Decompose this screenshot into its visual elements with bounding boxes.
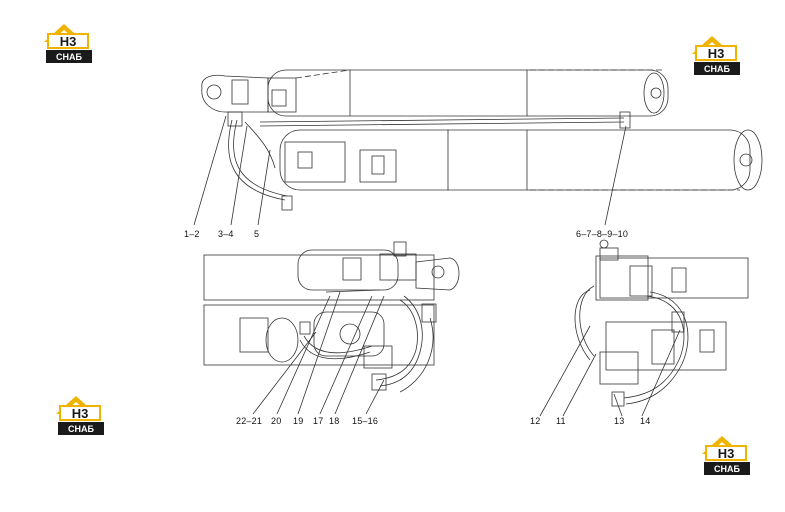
callout-5: 5	[254, 229, 260, 239]
logo-sub: СНАБ	[56, 52, 82, 62]
house-logo-icon: H3 СНАБ	[56, 396, 104, 435]
house-logo-icon: H3 СНАБ	[702, 436, 750, 475]
bottom-right-assembly	[595, 239, 749, 385]
callout-1-2: 1–2	[184, 229, 200, 239]
bottom-right-leaders	[539, 325, 681, 417]
callout-3-4: 3–4	[218, 229, 234, 239]
callout-18: 18	[329, 416, 340, 426]
top-cylinder-upper	[201, 69, 669, 117]
callout-19: 19	[293, 416, 304, 426]
callout-20: 20	[271, 416, 282, 426]
logo-bottom-left: H3 СНАБ	[52, 392, 110, 440]
callout-12: 12	[530, 416, 541, 426]
bottom-left-leaders	[252, 291, 385, 415]
top-cylinder-lower	[279, 129, 763, 191]
callout-13: 13	[614, 416, 625, 426]
logo-sub: СНАБ	[704, 64, 730, 74]
callout-15-16: 15–16	[352, 416, 379, 426]
logo-top-left: H3 СНАБ	[40, 20, 98, 68]
house-logo-icon: H3 СНАБ	[692, 36, 740, 75]
logo-text: H3	[718, 446, 735, 461]
callout-6-10: 6–7–8–9–10	[576, 229, 629, 239]
callout-14: 14	[640, 416, 651, 426]
logo-bottom-right: H3 СНАБ	[698, 432, 756, 480]
logo-text: H3	[72, 406, 89, 421]
logo-text: H3	[708, 46, 725, 61]
logo-sub: СНАБ	[714, 464, 740, 474]
house-logo-icon: H3 СНАБ	[44, 24, 92, 63]
callout-17: 17	[313, 416, 324, 426]
logo-text: H3	[60, 34, 77, 49]
logo-sub: СНАБ	[68, 424, 94, 434]
bottom-left-cylinder	[203, 241, 460, 369]
logo-top-right: H3 СНАБ	[688, 32, 746, 80]
callout-22-21: 22–21	[236, 416, 263, 426]
bottom-right-hoses	[574, 285, 689, 407]
callout-11: 11	[556, 416, 566, 426]
top-hoses	[227, 111, 631, 211]
top-leaders	[193, 115, 627, 226]
